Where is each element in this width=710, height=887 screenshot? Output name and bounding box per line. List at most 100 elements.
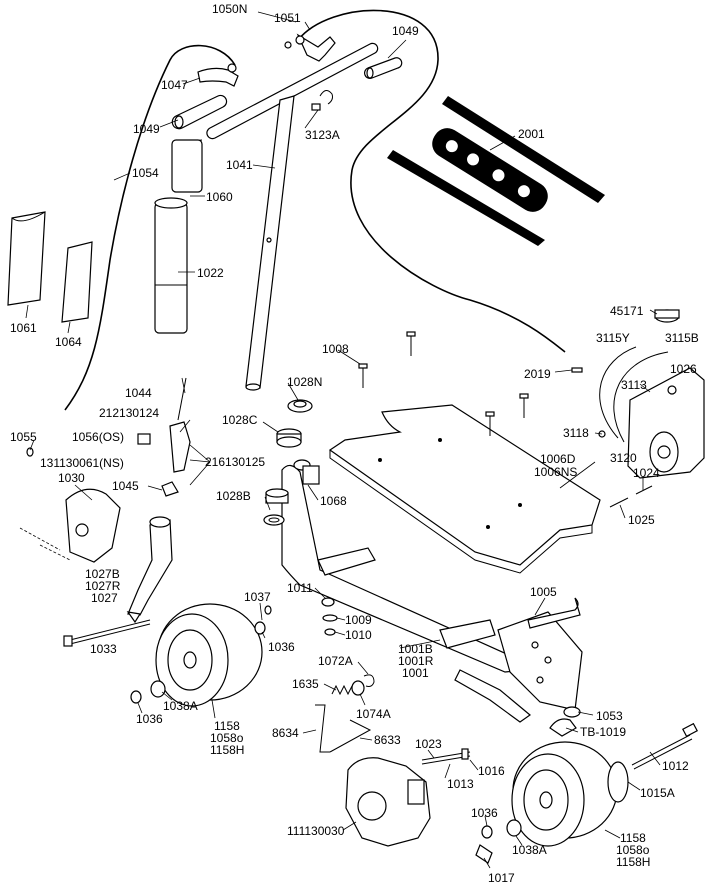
- cup-1028c: [276, 428, 302, 448]
- label-1635: 1635: [292, 677, 319, 691]
- label-1016: 1016: [478, 764, 505, 778]
- steering-tube: [154, 197, 188, 334]
- label-3123a: 3123A: [305, 128, 340, 142]
- label-1001b: 1001B: [398, 642, 433, 656]
- label-1033: 1033: [90, 642, 117, 656]
- label-1028c: 1028C: [222, 413, 258, 427]
- label-1049-b: 1049: [133, 122, 160, 136]
- label-1013: 1013: [447, 777, 474, 791]
- clamp-2019: [571, 367, 583, 373]
- label-1030: 1030: [58, 471, 85, 485]
- label-1011: 1011: [287, 581, 313, 595]
- label-2019: 2019: [524, 367, 551, 381]
- sprocket: [607, 761, 629, 803]
- label-1012: 1012: [662, 759, 689, 773]
- label-1024: 1024: [633, 466, 660, 480]
- label-1064: 1064: [55, 335, 82, 349]
- clamp-1068: [302, 465, 320, 485]
- label-1027r: 1027R: [85, 579, 121, 593]
- nut-1011: [321, 597, 335, 607]
- prop-1017: [475, 844, 493, 864]
- label-1056os: 1056(OS): [72, 430, 124, 444]
- label-1005: 1005: [530, 585, 557, 599]
- grip-left: [171, 94, 228, 130]
- label-1025: 1025: [628, 513, 655, 527]
- fuel-cap: [654, 309, 680, 323]
- leader-lines: [25, 11, 661, 869]
- label-1049: 1049: [392, 24, 419, 38]
- label-212130124: 212130124: [99, 406, 159, 420]
- label-1028n: 1028N: [287, 375, 322, 389]
- label-8634: 8634: [272, 726, 299, 740]
- brake-lever: [197, 63, 239, 87]
- label-1006d: 1006D: [540, 452, 576, 466]
- front-wheel: [155, 603, 263, 707]
- label-1058o-b: 1058o: [616, 843, 650, 857]
- label-1006ns: 1006NS: [534, 465, 577, 479]
- fuel-line-yellow: [599, 346, 637, 439]
- label-1028b: 1028B: [216, 489, 251, 503]
- label-1036: 1036: [268, 640, 295, 654]
- label-tb1019: TB-1019: [580, 725, 626, 739]
- label-1058o: 1058o: [210, 731, 244, 745]
- label-8633: 8633: [374, 733, 401, 747]
- label-131130061: 131130061(NS): [40, 456, 124, 470]
- label-1051: 1051: [274, 11, 301, 25]
- label-1008: 1008: [322, 342, 349, 356]
- label-1027b: 1027B: [85, 567, 120, 581]
- label-1036-b: 1036: [136, 712, 163, 726]
- washer-1036b: [130, 690, 142, 704]
- brake-assembly: [65, 488, 121, 563]
- label-1045: 1045: [112, 479, 139, 493]
- rear-axle: [421, 748, 471, 765]
- label-1037: 1037: [244, 590, 271, 604]
- brake-cable: [64, 44, 236, 411]
- part-labels: 1050N 1051 1049 1047 1049 3123A 2001 105…: [10, 2, 699, 885]
- engine: [345, 757, 431, 847]
- bearing-1038a2: [506, 819, 522, 837]
- sleeve-1061: [7, 211, 46, 306]
- label-3118: 3118: [563, 426, 589, 440]
- throttle-cable: [297, 9, 566, 353]
- label-1041: 1041: [226, 158, 253, 172]
- throttle-lever: [284, 33, 336, 62]
- label-1027: 1027: [91, 591, 118, 605]
- bearing-1038a: [150, 680, 166, 698]
- fuel-tank: [627, 367, 705, 479]
- label-1009: 1009: [345, 613, 372, 627]
- grip-right: [364, 57, 403, 79]
- label-1158h: 1158H: [210, 743, 244, 757]
- label-1061: 1061: [10, 321, 37, 335]
- label-2001: 2001: [518, 127, 545, 141]
- washer-1009: [322, 614, 338, 622]
- bearing-1028n: [287, 399, 313, 413]
- washer-1036a: [254, 621, 266, 635]
- label-1068: 1068: [320, 494, 347, 508]
- label-1022: 1022: [197, 266, 224, 280]
- label-1054: 1054: [132, 166, 159, 180]
- label-1017: 1017: [488, 871, 515, 885]
- label-1158-b: 1158: [620, 831, 646, 845]
- frame: [281, 459, 531, 723]
- label-1158h-b: 1158H: [616, 855, 650, 869]
- label-1001r: 1001R: [398, 654, 434, 668]
- label-1015a: 1015A: [640, 786, 675, 800]
- label-1050n: 1050N: [212, 2, 247, 16]
- label-1044: 1044: [125, 386, 152, 400]
- pin-1024: [635, 485, 653, 495]
- label-216130125: 216130125: [205, 455, 265, 469]
- decal-set: [387, 96, 605, 246]
- pin-1025: [609, 497, 629, 508]
- label-1074a: 1074A: [356, 707, 391, 721]
- linkage-8634: [315, 704, 330, 753]
- label-1001: 1001: [402, 666, 429, 680]
- label-3115b: 3115B: [665, 331, 699, 345]
- brake-mount: [137, 377, 191, 497]
- label-1023: 1023: [415, 737, 442, 751]
- washer-1074a: [351, 680, 365, 696]
- cable-end-1055: [26, 447, 34, 457]
- label-1158: 1158: [214, 719, 240, 733]
- cup-1028b: [263, 488, 289, 526]
